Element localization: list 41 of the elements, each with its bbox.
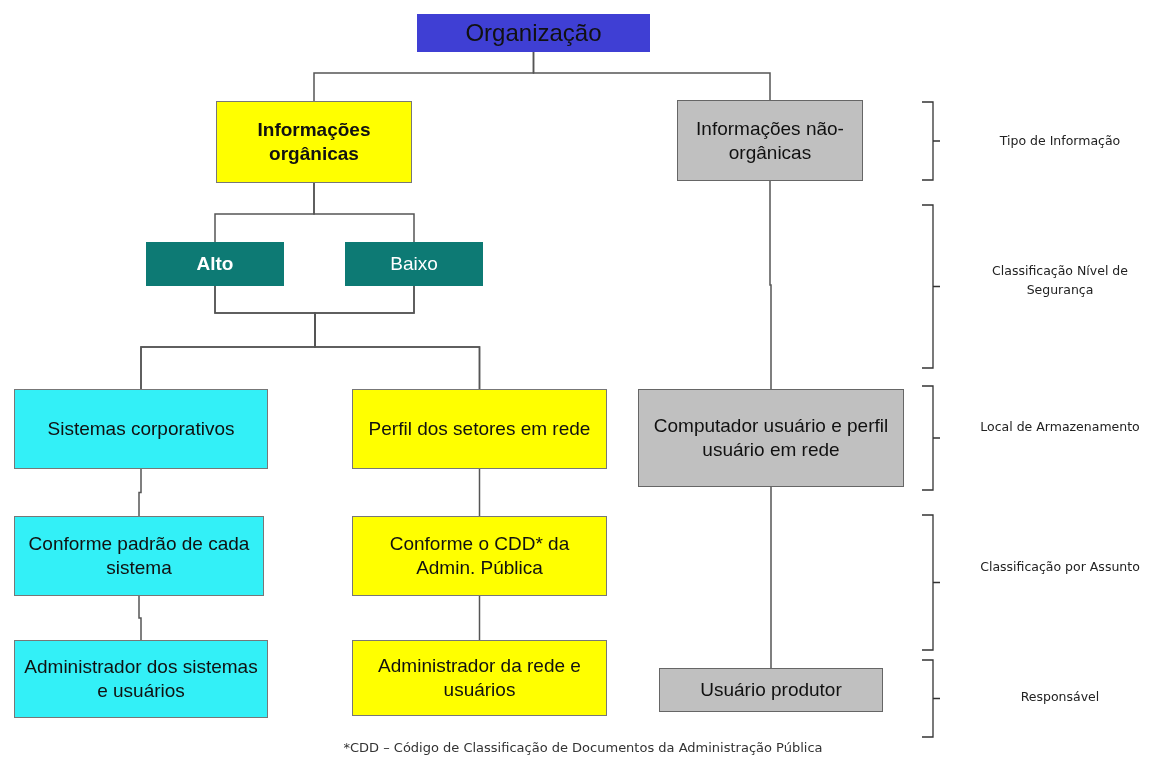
footnote: *CDD – Código de Classificação de Documentos da Administração Pública <box>343 740 823 755</box>
box-label: Conforme padrão de cada sistema <box>27 532 251 580</box>
box-label: Computador usuário e perfil usuário em rede <box>652 414 890 462</box>
org-box <box>14 389 268 469</box>
connector-line <box>313 182 415 243</box>
org-box <box>216 101 412 183</box>
connector-line <box>478 595 481 641</box>
box-label: Sistemas corporativos <box>47 417 235 441</box>
connector-line <box>138 595 142 641</box>
org-box <box>14 640 268 718</box>
box-label: Informações orgânicas <box>256 118 372 166</box>
level-label: Tipo de Informação <box>998 132 1122 150</box>
box-label: Informações não-orgânicas <box>695 116 845 165</box>
box-label: Administrador dos sistemas e usuários <box>23 655 259 703</box>
org-box <box>352 516 607 596</box>
box-label: Baixo <box>390 252 438 276</box>
level-label: Responsável <box>1019 688 1101 706</box>
org-box <box>345 242 483 286</box>
org-box <box>638 389 904 487</box>
box-label: Perfil dos setores em rede <box>368 417 591 441</box>
org-box <box>146 242 284 286</box>
box-label: Administrador da rede e usuários <box>377 654 582 702</box>
org-box <box>352 389 607 469</box>
connector-line <box>532 51 771 101</box>
org-box <box>417 14 650 52</box>
level-label: Classificação por Assunto <box>979 558 1141 576</box>
connector-line <box>770 486 772 669</box>
org-box <box>659 668 883 712</box>
box-label: Usuário produtor <box>700 678 842 702</box>
org-box <box>14 516 264 596</box>
connector-line <box>314 285 481 390</box>
connector-line <box>769 180 772 390</box>
level-label: Local de Armazenamento <box>979 418 1141 436</box>
level-label: Classificação Nível de Segurança <box>991 262 1129 299</box>
org-box <box>677 100 863 181</box>
org-box <box>352 640 607 716</box>
box-label: Alto <box>196 252 234 276</box>
connector-line <box>138 468 142 517</box>
box-label: Organização <box>465 18 602 48</box>
box-label: Conforme o CDD* da Admin. Pública <box>388 532 571 580</box>
connector-line <box>478 468 481 517</box>
